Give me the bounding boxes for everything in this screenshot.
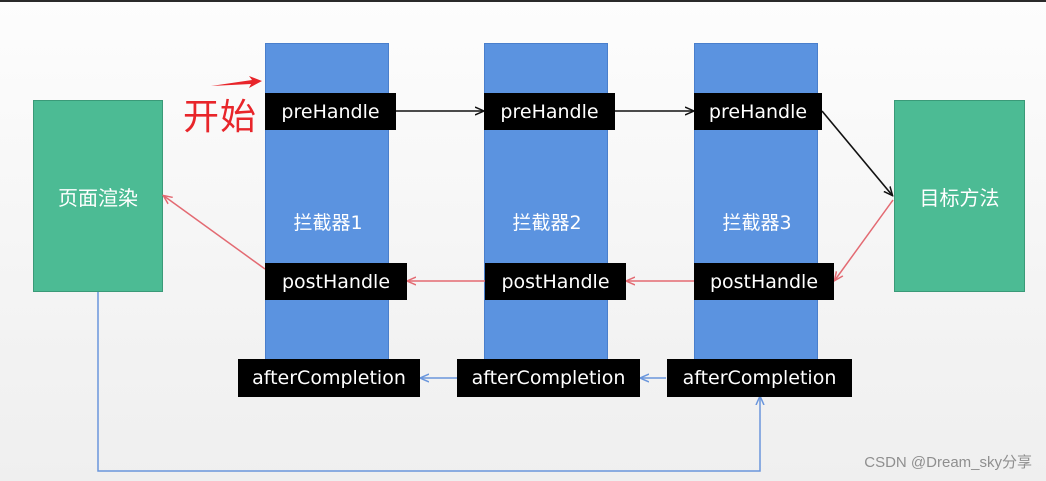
interceptor-1-posthandle: postHandle [265,263,407,300]
interceptor-2-prehandle: preHandle [484,93,615,130]
start-label: 开始 [183,97,258,138]
page-render-label: 页面渲染 [58,185,138,210]
interceptor-2-aftercompletion: afterCompletion [457,359,640,397]
target-method-box: 目标方法 [894,100,1025,292]
interceptor-3-prehandle: preHandle [694,93,822,130]
target-method-label: 目标方法 [919,185,1000,210]
post-arrow-1-render [164,196,266,270]
interceptor-1-label: 拦截器1 [293,212,363,234]
interceptor-3-aftercompletion: afterCompletion [667,359,852,397]
interceptor-2-label: 拦截器2 [512,212,582,234]
interceptor-2-posthandle: postHandle [485,263,626,300]
top-border [0,0,1046,2]
interceptor-1-prehandle: preHandle [265,93,396,130]
start-pointer-arrow [211,76,262,88]
post-arrow-target-3 [835,199,894,280]
render-to-after-3 [97,292,760,472]
interceptor-3-posthandle: postHandle [694,263,834,300]
interceptor-3-label: 拦截器3 [722,212,792,234]
watermark: CSDN @Dream_sky分享 [864,454,1032,471]
interceptor-1-aftercompletion: afterCompletion [238,359,420,397]
page-render-box: 页面渲染 [33,100,163,292]
pre-arrow-3-target [821,110,892,195]
